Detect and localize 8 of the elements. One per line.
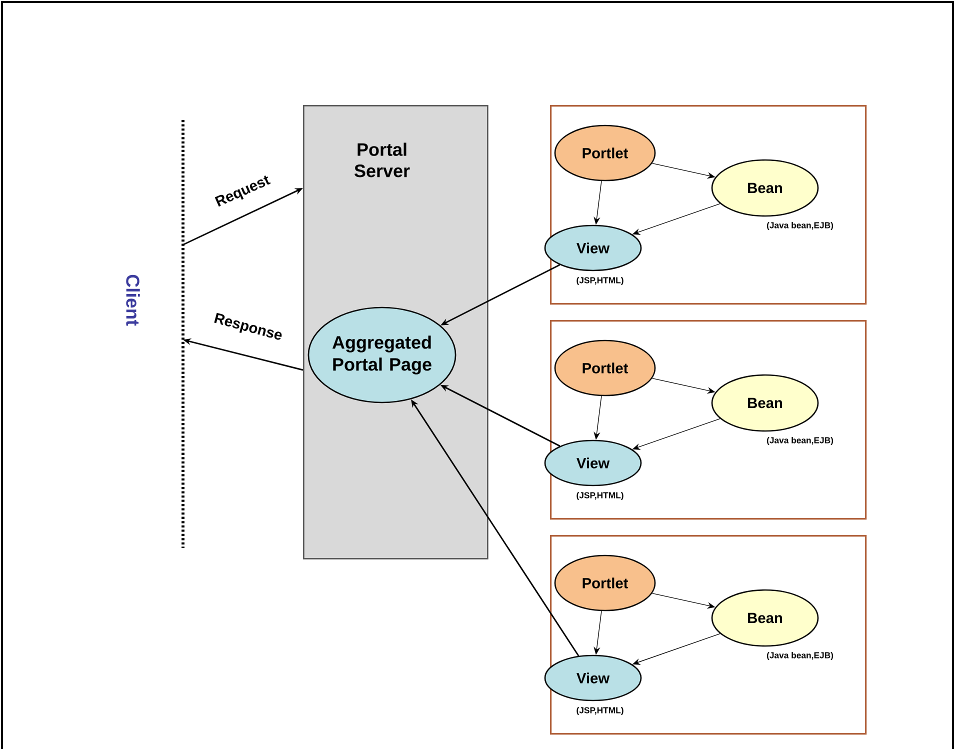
note-label: (Java bean,EJB)	[766, 436, 834, 446]
note-label: (JSP,HTML)	[576, 276, 624, 286]
note-label: (JSP,HTML)	[576, 706, 624, 716]
dotted-line	[182, 120, 184, 548]
note-label: (JSP,HTML)	[576, 492, 624, 500]
note-label: (Java bean,EJB)	[766, 652, 834, 660]
note-label: (Java bean,EJB)	[766, 222, 834, 230]
client-label: Client	[126, 274, 140, 326]
